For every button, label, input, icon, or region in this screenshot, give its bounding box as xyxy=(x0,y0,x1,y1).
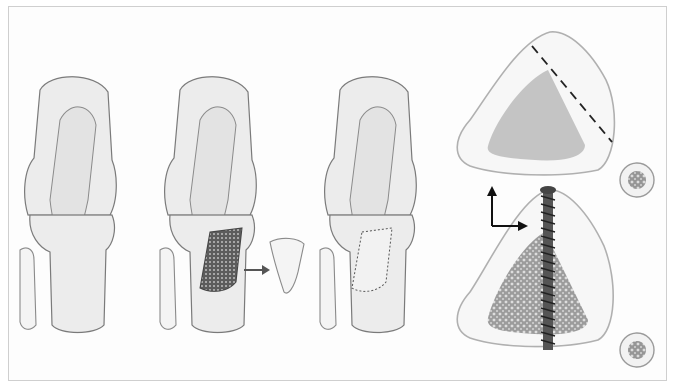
cross-sections xyxy=(457,32,654,367)
knee-graft-harvest xyxy=(160,77,256,333)
transfer-arrow-icon xyxy=(244,265,270,275)
knee-graft-filled xyxy=(320,77,416,333)
bone-disc-icon xyxy=(620,163,654,197)
knee-intact xyxy=(20,77,116,333)
bone-disc-icon xyxy=(620,333,654,367)
bone-graft-plug-icon xyxy=(270,238,304,293)
axis-arrows-icon xyxy=(487,186,528,231)
